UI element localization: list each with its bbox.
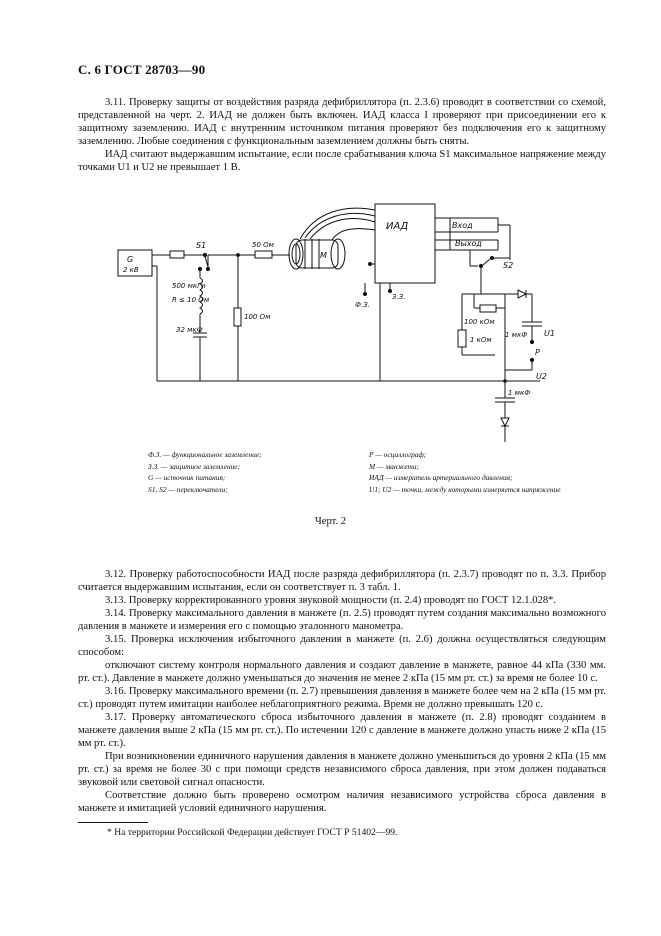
legend-item: U1; U2 — точки, между которыми измеряетс… xyxy=(369,484,561,494)
legend-item: М — манжета; xyxy=(369,461,420,471)
iad-box xyxy=(374,203,436,284)
body-text: 3.12. Проверку работоспособности ИАД пос… xyxy=(78,568,606,815)
s2-label: S2 xyxy=(503,261,513,270)
z33-label: З.З. xyxy=(392,293,405,301)
paragraph: 3.11. Проверку защиты от воздействия раз… xyxy=(78,97,606,147)
c1b-label: 1 мкФ xyxy=(508,389,530,397)
c32-label: 32 мкФ xyxy=(176,326,203,334)
intro-text: 3.11. Проверку защиты от воздействия раз… xyxy=(78,96,606,174)
g-label: G xyxy=(127,255,133,264)
g-value: 2 кВ xyxy=(123,266,139,274)
iad-label: ИАД xyxy=(386,221,408,232)
footnote-rule xyxy=(78,822,148,823)
r-le-label: R ≤ 10 Ом xyxy=(172,296,210,304)
paragraph: Соответствие должно быть проверено осмот… xyxy=(78,790,606,814)
legend-item: S1, S2 — переключатели; xyxy=(148,484,228,494)
circuit-diagram: G 2 кВ S1 50 Ом 500 мкГн R ≤ 10 Ом 32 мк… xyxy=(117,203,555,442)
resistor-100 xyxy=(233,307,242,327)
paragraph: 3.14. Проверку максимального давления в … xyxy=(78,608,606,632)
paragraph: 3.17. Проверку автоматического сброса из… xyxy=(78,712,606,749)
legend-right: P — осциллограф; М — манжета; ИАД — изме… xyxy=(369,449,589,495)
resistor-50 xyxy=(254,250,273,259)
paragraph: 3.15. Проверка исключения избыточного да… xyxy=(78,634,606,658)
paragraph: отключают систему контроля нормального д… xyxy=(78,660,606,684)
m-label: М xyxy=(320,251,327,260)
paragraph: 3.13. Проверку корректированного уровня … xyxy=(105,595,557,606)
f3-label: Ф.З. xyxy=(355,301,370,309)
r1k-label: 1 кОм xyxy=(470,336,492,344)
paragraph: 3.16. Проверку максимального времени (п.… xyxy=(78,686,606,710)
resistor-1k xyxy=(457,329,467,348)
u2-label: U2 xyxy=(536,372,547,381)
legend-item: Ф.З. — функциональное заземление; xyxy=(148,450,262,459)
r100k-label: 100 кОм xyxy=(464,318,495,326)
resistor-top xyxy=(169,250,185,259)
vyhod-label: Выход xyxy=(455,239,482,248)
inductor-label: 500 мкГн xyxy=(172,282,206,290)
legend-left: Ф.З. — функциональное заземление; З.З. —… xyxy=(148,449,358,495)
page-header: С. 6 ГОСТ 28703—90 xyxy=(78,62,206,77)
u1-label: U1 xyxy=(544,329,555,338)
paragraph: При возникновении единичного нарушения д… xyxy=(78,751,606,788)
p-label: P xyxy=(535,348,540,357)
paragraph: ИАД считают выдержавшим испытание, если … xyxy=(78,149,606,173)
vhod-label: Вход xyxy=(452,221,473,230)
c1a-label: 1 мкФ xyxy=(505,331,527,339)
legend-item: ИАД — измеритель артериального давления; xyxy=(369,473,513,483)
r50-label: 50 Ом xyxy=(252,241,275,249)
cuff-body xyxy=(295,239,339,269)
resistor-100k xyxy=(479,304,497,313)
legend-item: G — источник питания; xyxy=(148,473,226,483)
s1-label: S1 xyxy=(196,241,206,250)
legend-item: P — осциллограф; xyxy=(369,450,427,459)
generator-box xyxy=(117,249,153,277)
figure-caption: Черт. 2 xyxy=(314,516,347,527)
paragraph: 3.12. Проверку работоспособности ИАД пос… xyxy=(78,569,606,593)
r100-label: 100 Ом xyxy=(244,313,271,321)
footnote: * На территории Российской Федерации дей… xyxy=(107,827,398,838)
legend-item: З.З. — защитное заземление; xyxy=(148,461,241,471)
